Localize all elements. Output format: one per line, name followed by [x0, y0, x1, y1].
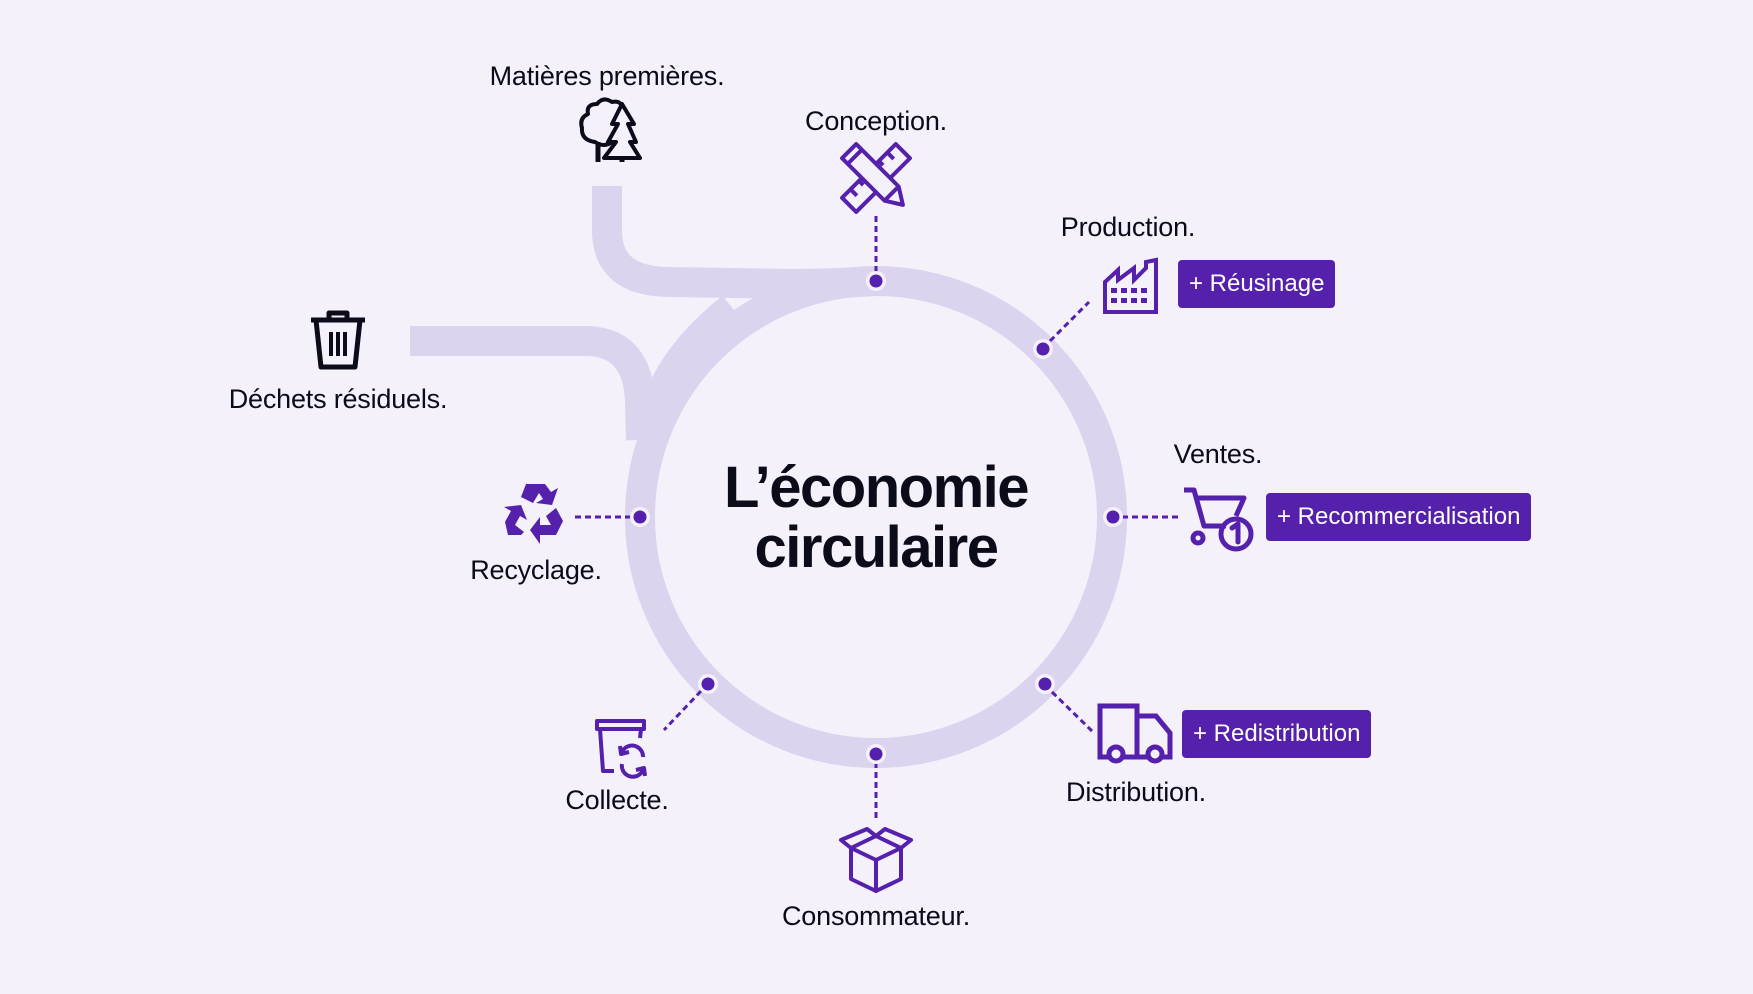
label-raw-materials: Matières premières.	[489, 61, 725, 91]
pencil-ruler-icon	[840, 142, 912, 214]
label-ventes: Ventes.	[1173, 439, 1263, 469]
box-icon	[839, 827, 913, 893]
label-distribution: Distribution.	[1066, 777, 1206, 807]
connector-production	[1048, 300, 1091, 343]
title-line-1: L’économie	[723, 455, 1030, 520]
label-collecte: Collecte.	[565, 785, 669, 815]
truck-icon	[1097, 703, 1173, 764]
connectors	[575, 216, 1178, 820]
connector-distribution	[1050, 690, 1094, 733]
connector-collecte	[662, 689, 703, 732]
dot-conception	[866, 271, 886, 291]
stage-dots	[630, 271, 1123, 764]
flow-paths	[410, 186, 877, 441]
badge-redistribution: + Redistribution	[1182, 710, 1372, 758]
label-consommateur: Consommateur.	[782, 901, 970, 931]
dot-collecte	[698, 674, 718, 694]
label-conception: Conception.	[805, 106, 947, 136]
cart-icon	[1184, 487, 1254, 552]
label-residual-waste: Déchets résiduels.	[228, 384, 448, 414]
dot-recyclage	[630, 507, 650, 527]
dot-consommateur	[866, 744, 886, 764]
residual-waste-flow	[410, 326, 656, 441]
title-line-2: circulaire	[754, 515, 999, 580]
dot-production	[1033, 339, 1053, 359]
recycle-icon	[504, 484, 563, 544]
dot-ventes	[1103, 507, 1123, 527]
badge-recommercialisation: + Recommercialisation	[1266, 493, 1532, 541]
label-recyclage: Recyclage.	[470, 555, 602, 585]
trees-icon	[579, 97, 642, 162]
diagram-title: L’économie circulaire	[723, 455, 1030, 580]
badge-reusinage: + Réusinage	[1178, 260, 1336, 308]
label-production: Production.	[1060, 212, 1196, 242]
collection-bin-icon	[595, 719, 647, 779]
dot-distribution	[1035, 674, 1055, 694]
trash-icon	[311, 310, 365, 370]
factory-icon	[1103, 257, 1158, 314]
